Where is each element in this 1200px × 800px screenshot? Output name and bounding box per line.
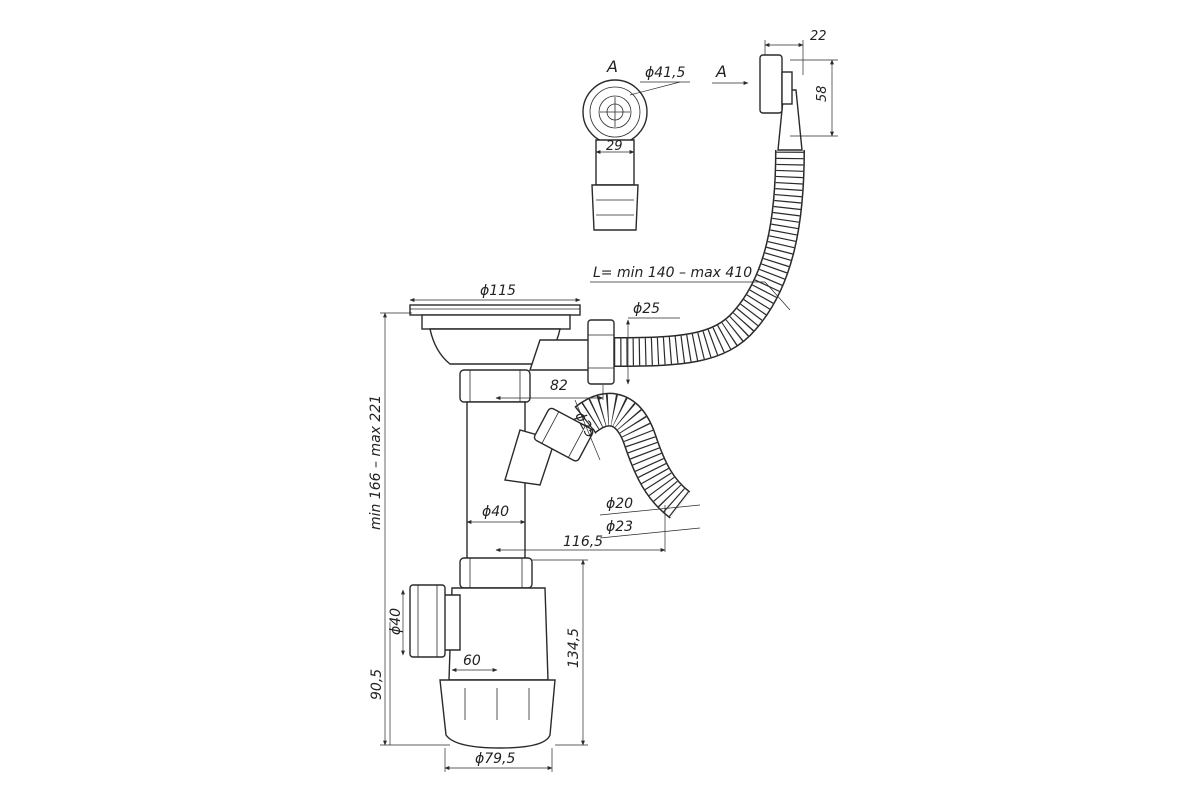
dim-58: 58	[815, 85, 830, 102]
lower-nut	[459, 557, 533, 589]
dim-height-range: min 166 – max 221	[368, 395, 384, 530]
overflow-nut	[587, 319, 615, 385]
dim-phi79: ϕ79,5	[475, 751, 516, 767]
dim-phi23: ϕ23	[606, 519, 633, 535]
dim-22: 22	[810, 29, 827, 44]
dim-phi40-outlet: ϕ40	[388, 608, 404, 635]
bottom-cap	[439, 679, 556, 749]
dim-phi20: ϕ20	[606, 496, 633, 512]
dim-phi41: ϕ41,5	[645, 65, 686, 81]
dim-116: 116,5	[563, 534, 603, 550]
side-inlet-hose	[574, 392, 691, 519]
dim-phi25-top: ϕ25	[633, 301, 660, 317]
section-label-a: A	[606, 57, 618, 76]
side-inlet-nut	[533, 407, 594, 462]
upper-nut	[459, 369, 531, 403]
dim-phi40-pipe: ϕ40	[482, 504, 509, 520]
view-a-detail	[582, 79, 648, 231]
dim-90: 90,5	[369, 669, 385, 700]
view-arrow-label-a: A	[715, 62, 727, 81]
dim-82: 82	[550, 378, 568, 394]
dim-29: 29	[606, 139, 623, 154]
outlet-nut	[409, 584, 446, 658]
dim-60: 60	[463, 653, 481, 669]
dimension-lines	[380, 40, 838, 772]
overflow-hose	[613, 54, 805, 367]
siphon-body	[409, 304, 594, 749]
dim-hose-length: L= min 140 – max 410	[593, 265, 752, 281]
overflow-connection	[529, 339, 591, 371]
overflow-head	[759, 54, 783, 114]
dim-134: 134,5	[566, 628, 582, 668]
dim-phi115: ϕ115	[480, 283, 516, 299]
strainer-flange	[409, 304, 581, 316]
